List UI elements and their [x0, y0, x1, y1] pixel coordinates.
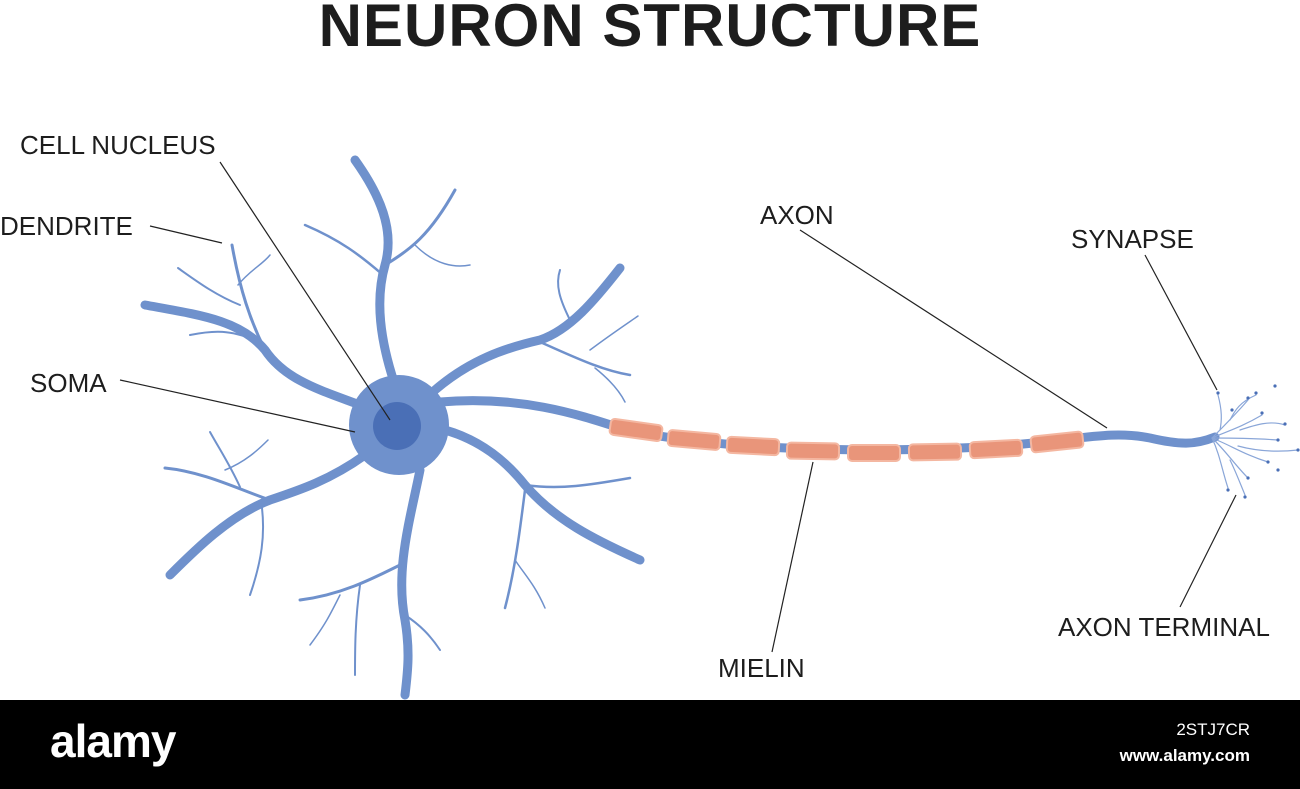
myelin-segment — [847, 444, 901, 462]
myelin-segment — [608, 417, 664, 443]
myelin-segment — [725, 435, 781, 457]
leader-axon — [799, 229, 1108, 429]
cell-nucleus — [373, 402, 421, 450]
synaptic-vesicles — [1216, 384, 1300, 499]
leader-synapse — [1144, 254, 1218, 391]
neuron-diagram — [119, 155, 1300, 700]
label-axon-terminal: AXON TERMINAL — [1058, 612, 1270, 642]
page-title: NEURON STRUCTURE — [318, 0, 982, 59]
dendrite-lower — [397, 465, 425, 700]
dendrite-upper-right — [430, 263, 625, 395]
label-cell-nucleus: CELL NUCLEUS — [20, 130, 216, 160]
leader-mielin — [771, 461, 814, 653]
myelin-sheath — [608, 417, 1085, 462]
watermark-bar: alamy 2STJ7CR www.alamy.com — [0, 700, 1300, 789]
axon-terminal-branches — [1211, 394, 1299, 496]
myelin-segment — [907, 442, 963, 462]
image-id: 2STJ7CR — [1176, 720, 1250, 739]
label-soma: SOMA — [30, 368, 107, 398]
myelin-segment — [785, 441, 841, 461]
site-url: www.alamy.com — [1119, 746, 1250, 765]
myelin-segment — [968, 438, 1024, 460]
leader-dendrite — [149, 225, 223, 244]
myelin-segment — [1029, 430, 1085, 454]
brand-logo: alamy — [50, 715, 176, 767]
dendrite-lower-right — [440, 425, 645, 565]
leader-axon-terminal — [1179, 494, 1237, 608]
label-dendrite: DENDRITE — [0, 211, 133, 241]
label-synapse: SYNAPSE — [1071, 224, 1194, 254]
dendrite-left — [165, 450, 370, 580]
leader-soma — [119, 379, 356, 433]
label-axon: AXON — [760, 200, 834, 230]
dendrites — [140, 155, 645, 700]
leader-cell-nucleus — [219, 161, 391, 421]
label-mielin: MIELIN — [718, 653, 805, 683]
myelin-segment — [666, 429, 722, 451]
leader-lines — [119, 161, 1237, 653]
dendrite-upper — [350, 155, 400, 390]
